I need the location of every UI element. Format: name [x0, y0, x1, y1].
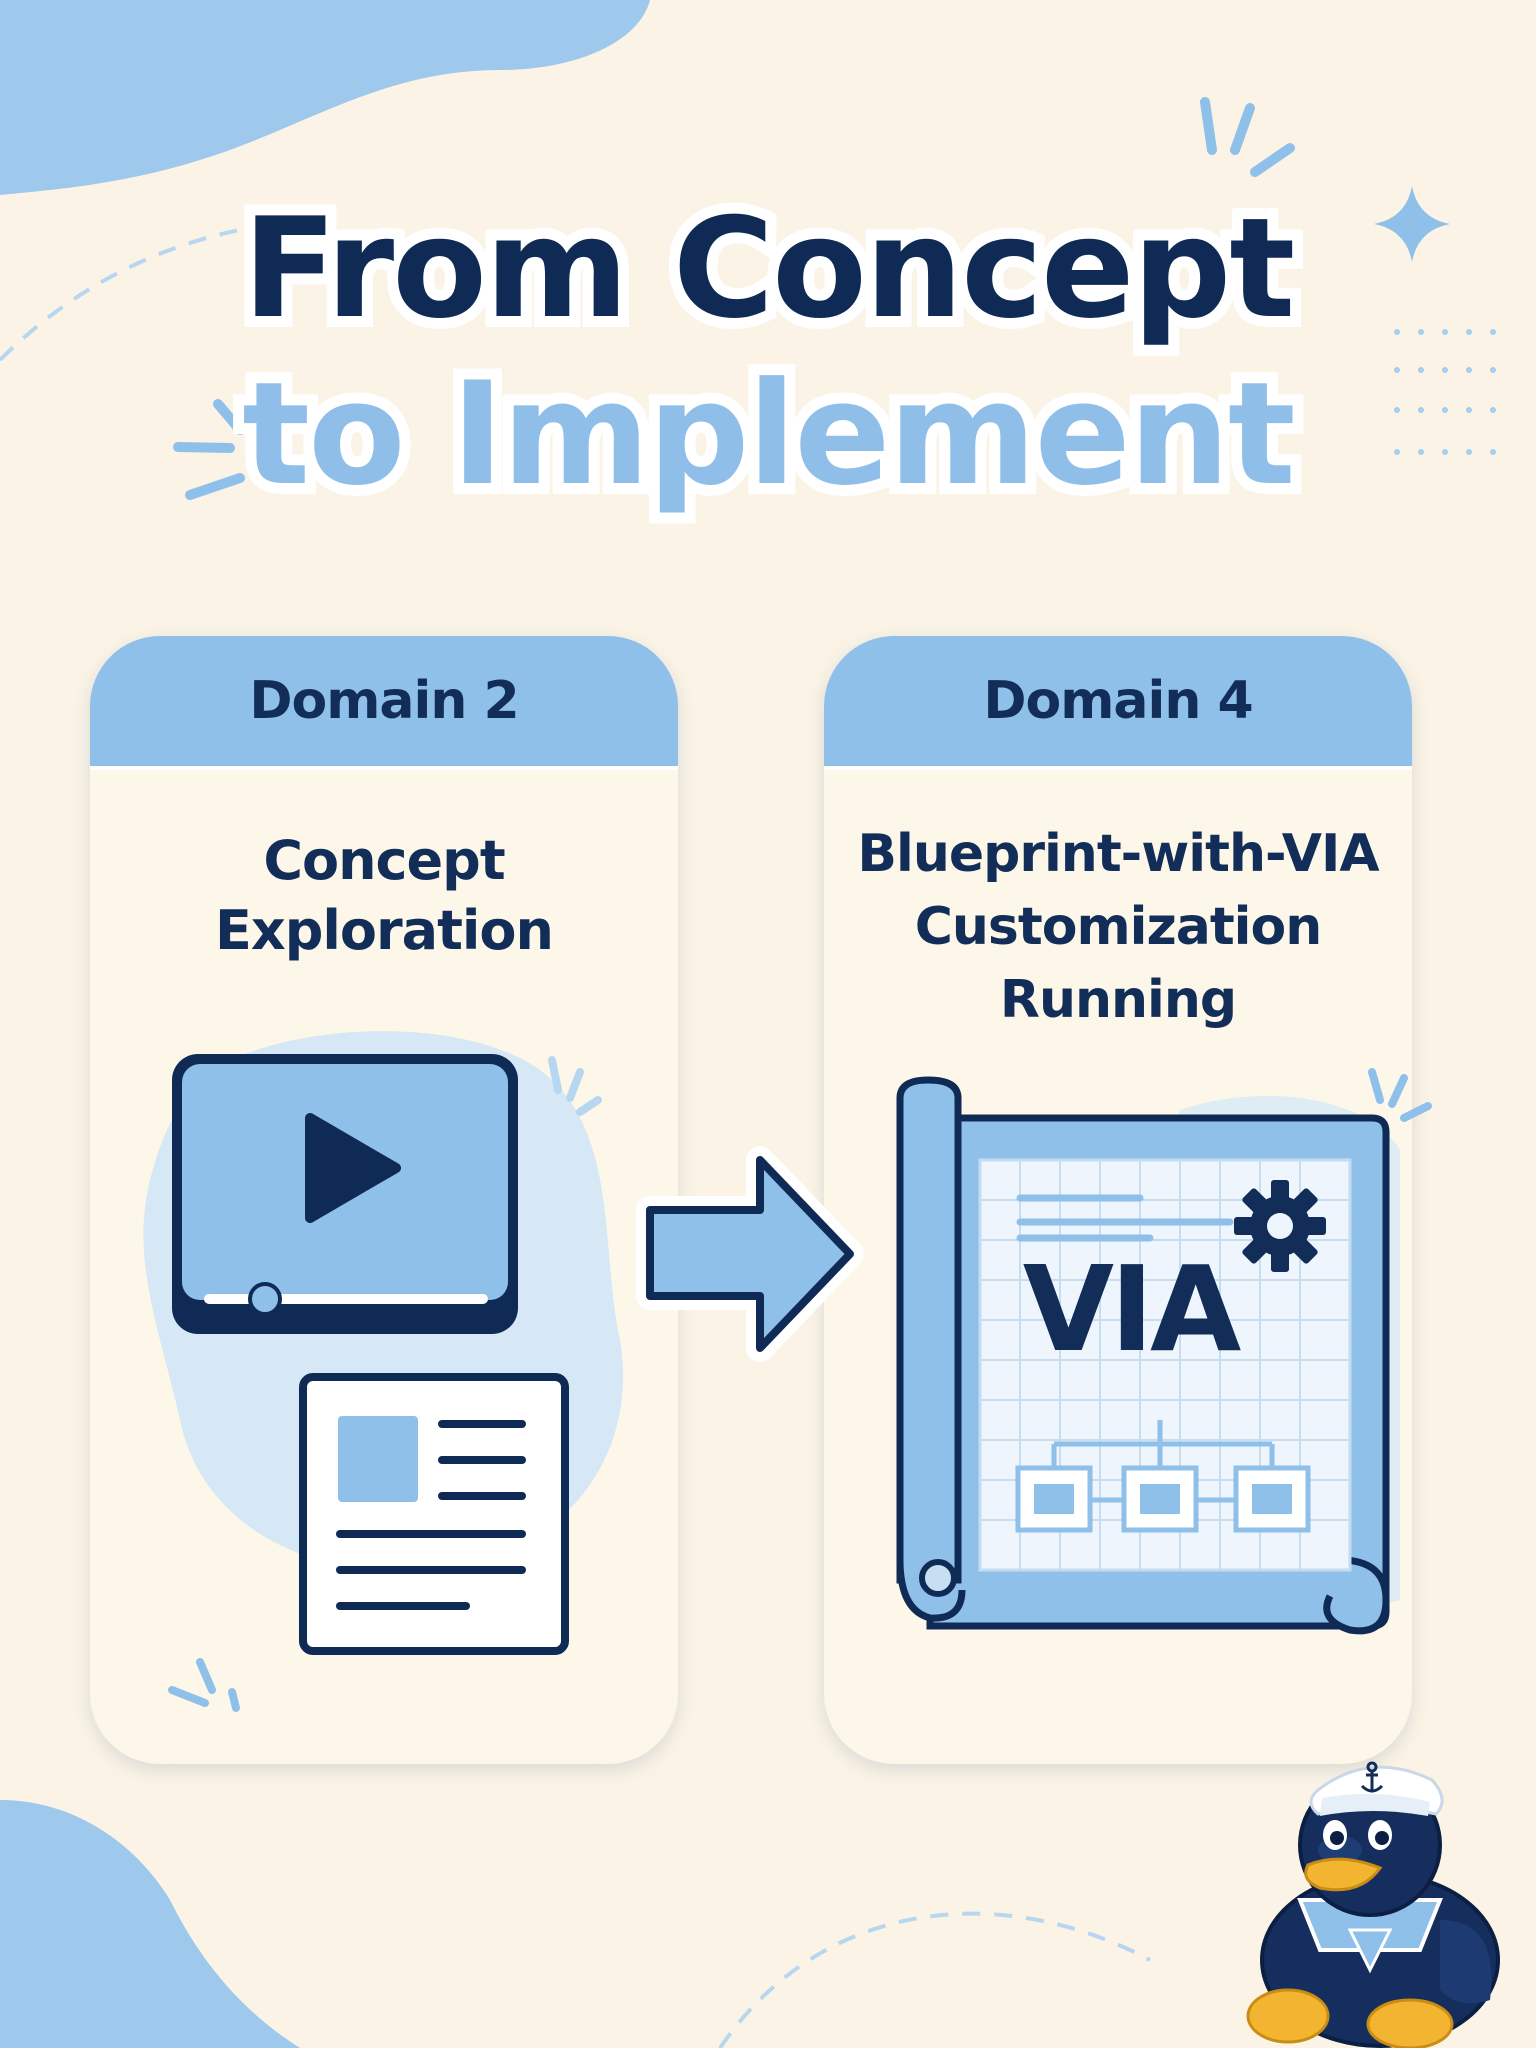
burst-lines-top-right [1200, 97, 1295, 177]
dashed-curve-bottom [718, 1911, 1151, 2048]
card-title-blueprint: Blueprint-with-VIA Customization Running [824, 818, 1412, 1036]
card-header-domain-2: Domain 2 [90, 636, 678, 770]
top-left-blob [0, 0, 650, 195]
title-line-2: to Implement [231, 341, 1307, 528]
card-title-line: Blueprint-with-VIA [857, 824, 1379, 884]
title-line-1: From Concept [232, 177, 1307, 360]
bottom-left-blob [0, 1800, 300, 2048]
dashed-curve-top [0, 228, 241, 362]
card-header-domain-4: Domain 4 [824, 636, 1412, 770]
burst-lines-left [173, 399, 245, 500]
card-title-line: Running [999, 969, 1237, 1030]
card-title-concept-exploration: Concept Exploration [90, 826, 678, 966]
card-domain-2: Domain 2 [90, 636, 678, 1764]
card-title-line: Concept [263, 829, 505, 892]
card-title-line: Exploration [215, 899, 554, 963]
card-domain-4: Domain 4 [824, 636, 1412, 1764]
card-title-line: Customization [914, 896, 1323, 957]
dot-grid [1394, 329, 1496, 455]
sparkle-icon [1374, 186, 1450, 262]
